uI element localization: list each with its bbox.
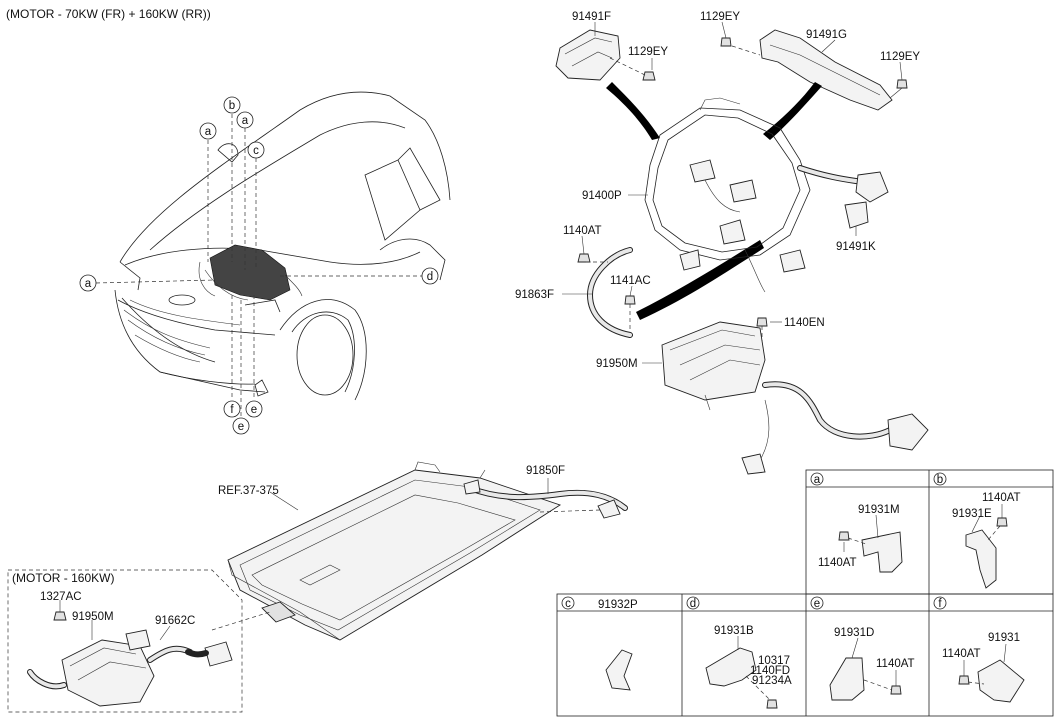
- bolt-1140EN: [756, 317, 768, 327]
- svg-text:d: d: [427, 271, 433, 283]
- part-label-1327AC: 1327AC: [40, 591, 82, 603]
- part-label-91863F: 91863F: [515, 289, 554, 301]
- callout-right-d: d: [421, 267, 439, 285]
- part-label-1140AT-e: 1140AT: [876, 658, 915, 670]
- svg-text:f: f: [230, 404, 234, 416]
- svg-text:e: e: [251, 404, 257, 416]
- part-label-91931D: 91931D: [834, 627, 874, 639]
- bolt-1129EY-a: [609, 57, 656, 81]
- bracket-91931D: [829, 637, 902, 701]
- upper-right-leaders: [562, 21, 903, 364]
- cell-e-letter: e: [810, 596, 824, 610]
- part-label-10317: 10317: [758, 655, 790, 667]
- part-label-1140EN: 1140EN: [784, 317, 825, 329]
- car-callout-leaders: [95, 114, 422, 418]
- callout-left-a: a: [79, 274, 97, 292]
- part-label-1129EY-c: 1129EY: [880, 51, 920, 63]
- part-label-91931E: 91931E: [952, 508, 992, 520]
- part-label-1140AT-b: 1140AT: [982, 492, 1021, 504]
- battery-pack: [211, 461, 601, 641]
- svg-text:d: d: [690, 598, 696, 610]
- cell-a-letter: a: [810, 472, 824, 486]
- part-label-91491K: 91491K: [836, 241, 876, 253]
- callout-top-a2: a: [236, 111, 254, 129]
- cover-91491G: [759, 29, 893, 111]
- variant-header: (MOTOR - 70KW (FR) + 160KW (RR)): [6, 7, 211, 21]
- bracket-91932P: [605, 649, 633, 691]
- svg-text:a: a: [85, 278, 92, 290]
- part-label-91950M-main: 91950M: [596, 358, 638, 370]
- cover-91491F: [555, 29, 621, 81]
- callout-top-a: a: [199, 122, 217, 140]
- svg-text:c: c: [253, 145, 259, 157]
- callout-bottom-e2: e: [245, 400, 263, 418]
- part-label-1140FD: 1140FD: [750, 665, 790, 677]
- sub-variant-header: (MOTOR - 160KW): [12, 571, 114, 585]
- svg-text:c: c: [565, 598, 571, 610]
- part-label-91931M: 91931M: [858, 504, 900, 516]
- cable-91850F: [463, 478, 628, 519]
- callout-top-c: c: [247, 141, 265, 159]
- reference-label: REF.37-375: [218, 485, 279, 497]
- part-label-91491G: 91491G: [806, 29, 847, 41]
- callout-top-b: b: [223, 96, 241, 114]
- sub-variant-panel: [7, 569, 243, 713]
- svg-text:b: b: [229, 100, 235, 112]
- vehicle-illustration: [114, 91, 451, 401]
- svg-text:a: a: [205, 126, 212, 138]
- part-label-91931: 91931: [988, 632, 1020, 644]
- callout-bottom-f: f: [223, 400, 241, 418]
- cell-d-letter: d: [686, 596, 700, 610]
- svg-text:f: f: [938, 598, 942, 610]
- svg-text:a: a: [242, 115, 249, 127]
- bolt-1129EY-c: [889, 79, 908, 99]
- part-label-1140AT: 1140AT: [563, 225, 602, 237]
- front-harness-assembly: [555, 29, 908, 350]
- part-label-1129EY-b: 1129EY: [700, 11, 740, 23]
- svg-text:e: e: [238, 421, 244, 433]
- part-label-91400P: 91400P: [582, 190, 622, 202]
- part-label-1140AT-a: 1140AT: [818, 557, 857, 569]
- bracket-91931E: [965, 504, 1008, 589]
- part-label-1141AC: 1141AC: [610, 275, 651, 287]
- bracket-91931: [958, 643, 1025, 703]
- callout-bottom-e: e: [232, 417, 250, 435]
- part-label-91491F: 91491F: [572, 11, 611, 23]
- bolt-1141AC: [624, 295, 636, 305]
- bracket-91931M: [838, 514, 903, 573]
- part-label-91931B: 91931B: [714, 625, 754, 637]
- part-label-91662C: 91662C: [155, 615, 195, 627]
- cell-c-letter: c: [561, 596, 575, 610]
- converter-91950M-sub: [27, 600, 233, 707]
- part-label-1129EY-a: 1129EY: [628, 46, 668, 58]
- detail-table: [556, 469, 1054, 717]
- bracket-91931B: [705, 636, 778, 709]
- part-label-1140AT-f: 1140AT: [942, 648, 981, 660]
- arrow-wedge-91863F: [636, 240, 764, 320]
- engine-bay-harness: [198, 244, 303, 301]
- svg-text:b: b: [937, 474, 943, 486]
- part-label-91932P: 91932P: [598, 599, 638, 611]
- arrow-wedge-91491F: [606, 82, 660, 140]
- cell-b-letter: b: [933, 472, 947, 486]
- converter-91950M-main: [661, 321, 929, 475]
- part-label-91950M-sub: 91950M: [72, 611, 114, 623]
- bolt-1129EY-b: [720, 37, 761, 56]
- arrow-wedge-91491G: [763, 82, 822, 140]
- cell-f-letter: f: [933, 596, 947, 610]
- part-label-91234A: 91234A: [752, 675, 792, 687]
- part-label-91850F: 91850F: [526, 465, 565, 477]
- svg-text:e: e: [814, 598, 820, 610]
- bolt-1140AT: [577, 253, 591, 263]
- svg-text:a: a: [814, 474, 821, 486]
